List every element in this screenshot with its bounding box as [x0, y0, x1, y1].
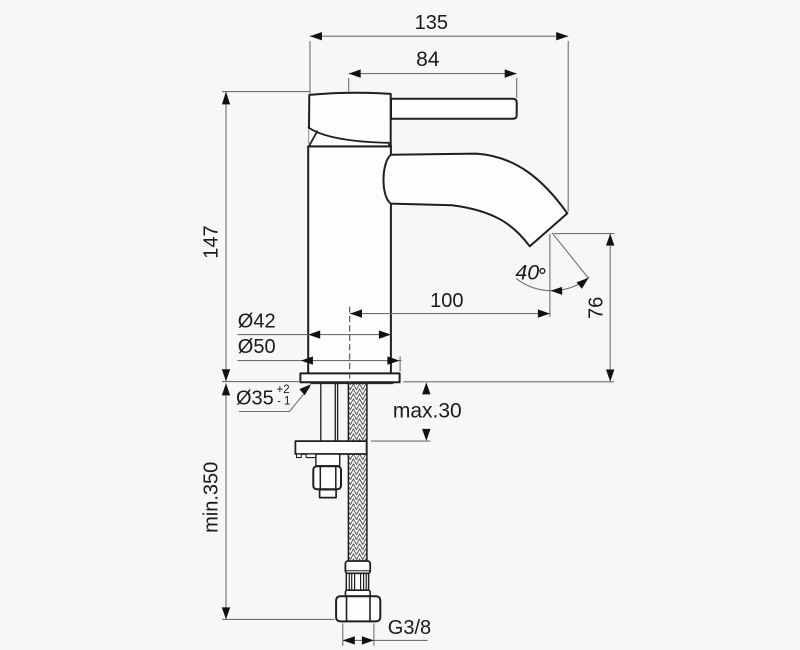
svg-text:40: 40: [515, 260, 539, 284]
svg-text:min.350: min.350: [201, 462, 223, 533]
svg-text:Ø42: Ø42: [238, 310, 276, 332]
svg-text:147: 147: [201, 225, 223, 258]
svg-text:Ø35: Ø35: [236, 387, 274, 409]
svg-text:100: 100: [430, 290, 463, 312]
svg-text:+2: +2: [277, 384, 290, 396]
svg-text:84: 84: [416, 48, 440, 71]
svg-text:76: 76: [586, 297, 608, 319]
svg-text:135: 135: [415, 12, 448, 34]
svg-text:- 1: - 1: [277, 395, 290, 407]
svg-text:Ø50: Ø50: [238, 336, 276, 358]
svg-text:max.30: max.30: [393, 400, 462, 423]
svg-text:G3/8: G3/8: [388, 617, 431, 639]
